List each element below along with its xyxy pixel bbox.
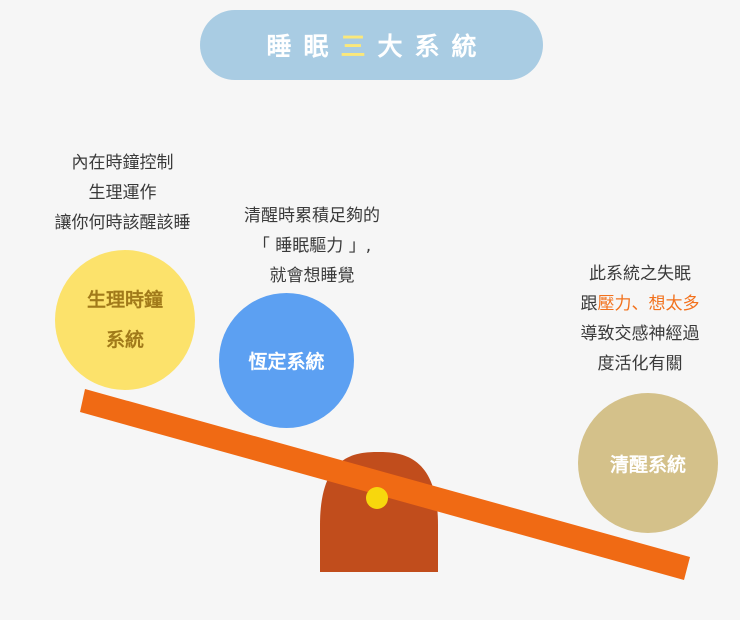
arousal-system-circle: 清醒系統	[578, 393, 718, 533]
title-highlight: 三	[340, 32, 378, 61]
seesaw-plank	[80, 389, 690, 580]
title-part-1: 睡眠	[266, 32, 341, 61]
circadian-description-line: 生理運作	[88, 183, 157, 203]
arousal-description-line: 度活化有關	[597, 354, 683, 374]
circadian-system-circle: 生理時鐘 系統	[55, 250, 195, 390]
arousal-description-line: 跟壓力、想太多	[550, 289, 730, 319]
title-part-2: 大系統	[377, 32, 489, 61]
seesaw-pivot	[366, 487, 388, 509]
title-banner: 睡眠三大系統	[200, 10, 543, 80]
circadian-description: 內在時鐘控制 生理運作 讓你何時該醒該睡	[35, 148, 210, 238]
homeostatic-description: 清醒時累積足夠的 「 睡眠驅力 」, 就會想睡覺	[212, 201, 412, 291]
homeostatic-description-line: 就會想睡覺	[269, 266, 355, 286]
page-title: 睡眠三大系統	[254, 27, 488, 63]
homeostatic-system-circle: 恆定系統	[219, 293, 354, 428]
arousal-description-highlight: 壓力、想太多	[597, 294, 700, 314]
arousal-system-label: 清醒系統	[609, 453, 686, 476]
homeostatic-description-line: 「 睡眠驅力 」,	[252, 236, 372, 256]
arousal-description: 此系統之失眠 跟壓力、想太多 導致交感神經過 度活化有關	[550, 259, 730, 379]
arousal-description-prefix: 跟	[580, 294, 598, 314]
arousal-description-line: 此系統之失眠	[589, 264, 691, 284]
homeostatic-description-line: 清醒時累積足夠的	[244, 206, 380, 226]
circadian-description-line: 讓你何時該醒該睡	[54, 213, 191, 233]
circadian-system-label: 生理時鐘	[86, 289, 163, 311]
homeostatic-system-label: 恆定系統	[248, 351, 325, 373]
arousal-description-line: 導致交感神經過	[580, 324, 700, 344]
circadian-system-label: 系統	[105, 329, 144, 351]
circadian-description-line: 內在時鐘控制	[71, 153, 174, 173]
